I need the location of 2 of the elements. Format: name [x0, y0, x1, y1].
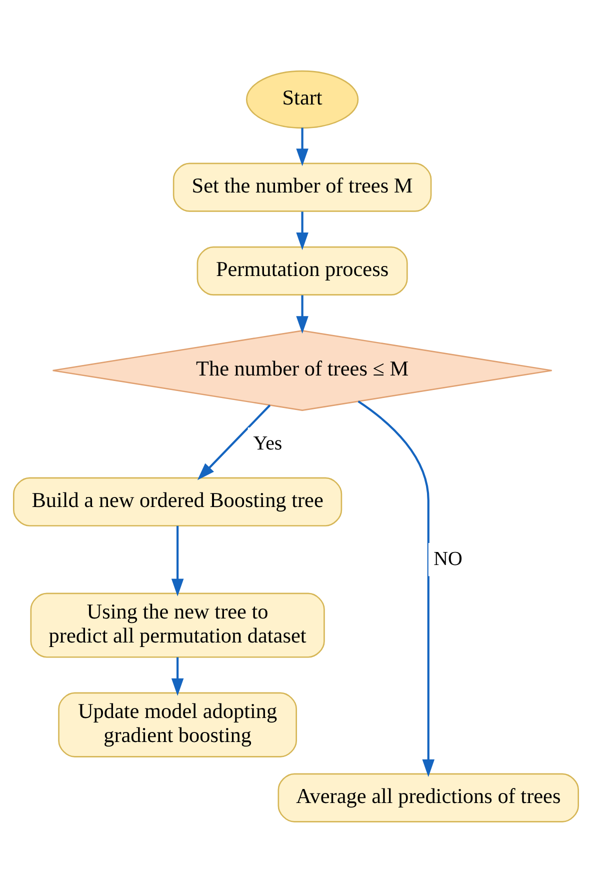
edge-label: Yes	[253, 432, 282, 454]
edge-label: NO	[434, 547, 462, 570]
